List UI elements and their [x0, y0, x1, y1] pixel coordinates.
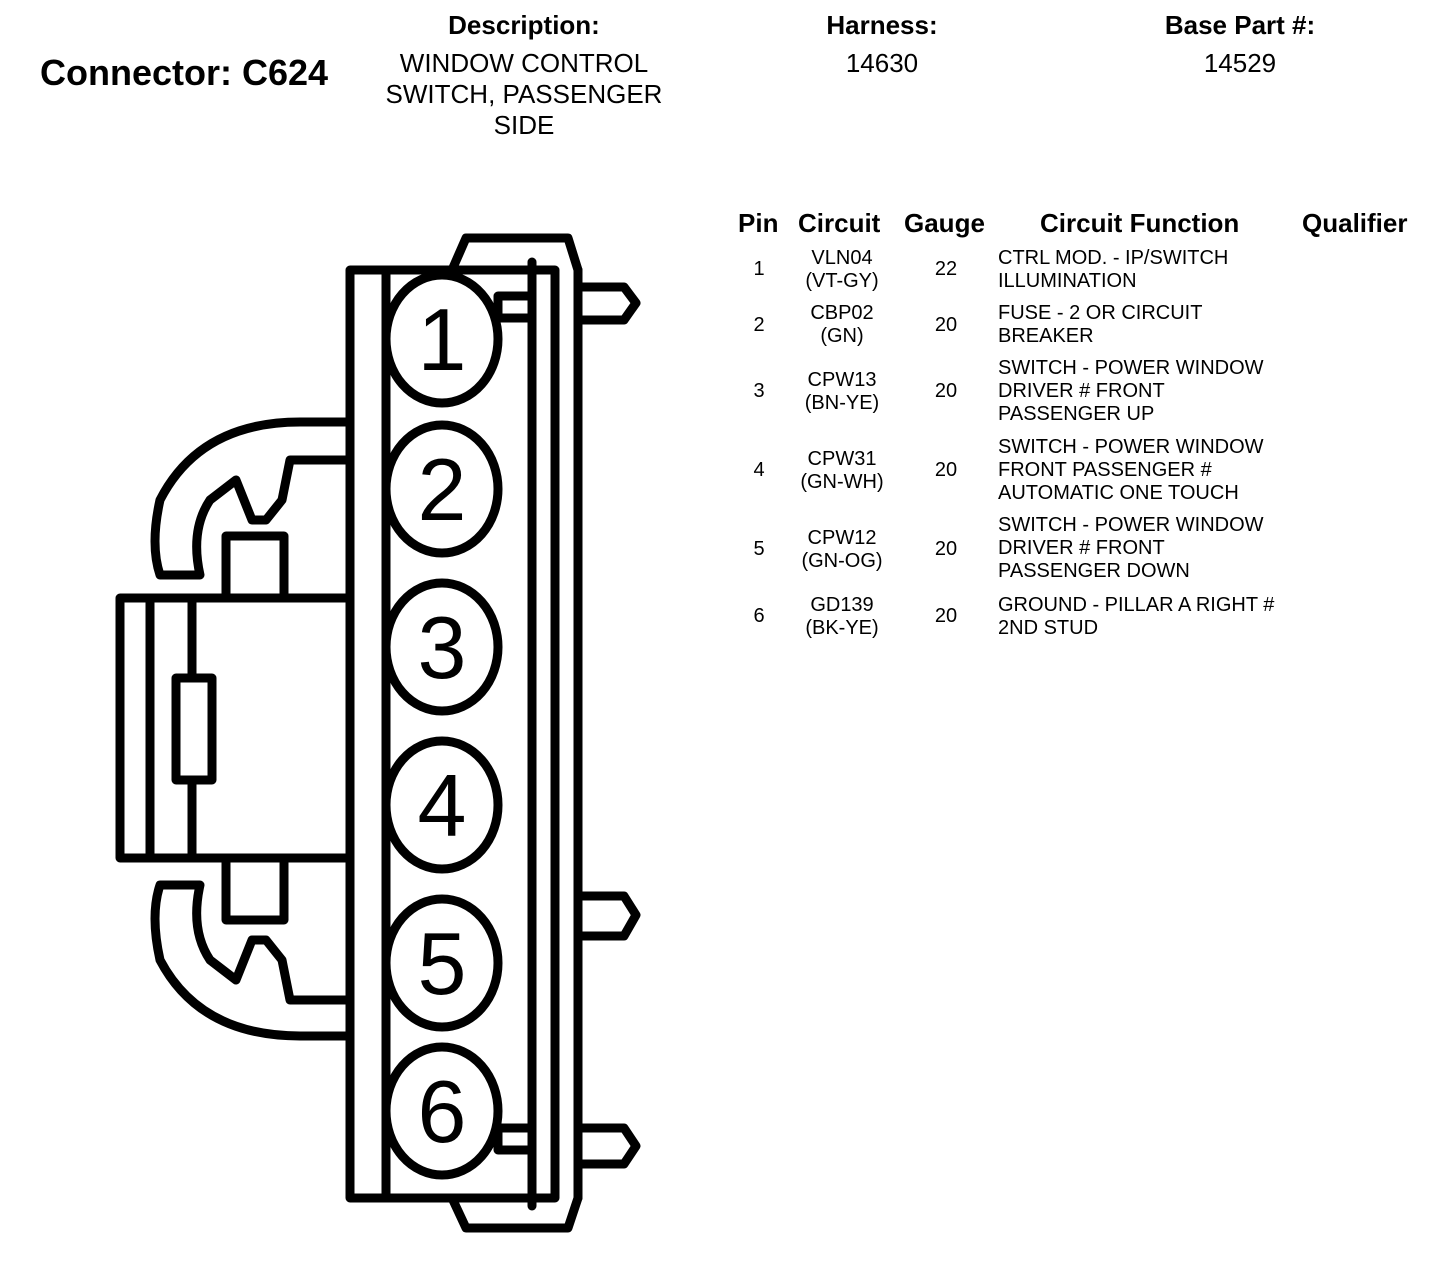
function-line: BREAKER	[998, 325, 1094, 347]
wire-color: (BK-YE)	[805, 617, 879, 639]
function-line: SWITCH - POWER WINDOW	[998, 357, 1264, 379]
function-line: AUTOMATIC ONE TOUCH	[998, 482, 1239, 504]
function-line: DRIVER # FRONT	[998, 380, 1165, 402]
gauge-cell: 20	[934, 538, 958, 560]
pin-column-header: Pin	[738, 208, 779, 238]
pin-cell: 5	[753, 538, 765, 560]
wire-color: (GN-OG)	[801, 550, 883, 572]
bottom-latch	[447, 1193, 583, 1233]
pin-cell: 6	[753, 605, 765, 627]
wire-color: (GN)	[820, 325, 864, 347]
pin-4-cavity	[381, 736, 503, 874]
lower-latch-hook	[150, 880, 355, 1041]
function-line: GROUND - PILLAR A RIGHT #	[998, 594, 1275, 616]
right-tab-bottom	[573, 1123, 641, 1169]
pin-1-cavity	[381, 270, 503, 408]
description-line: SIDE	[493, 110, 555, 140]
circuit-cell: CBP02 (GN)	[782, 302, 902, 348]
function-cell: GROUND - PILLAR A RIGHT # 2ND STUD	[998, 594, 1298, 640]
function-cell: FUSE - 2 OR CIRCUIT BREAKER	[998, 302, 1298, 348]
upper-latch-block	[221, 531, 289, 603]
connector-body	[345, 265, 560, 1203]
right-tab-top	[573, 282, 641, 325]
circuit-cell: GD139 (BK-YE)	[782, 594, 902, 640]
circuit-cell: CPW31 (GN-WH)	[782, 448, 902, 494]
pin-label: 4	[418, 756, 467, 855]
function-line: CTRL MOD. - IP/SWITCH	[998, 247, 1229, 269]
description-header: Description:	[448, 10, 600, 40]
harness-value: 14630	[845, 48, 919, 78]
circuit-id: GD139	[810, 594, 874, 616]
base-part-value: 14529	[1203, 48, 1277, 78]
pin-cell: 2	[753, 314, 765, 336]
pin-label: 3	[418, 598, 467, 697]
upper-latch-hook	[150, 417, 355, 580]
connector-face-diagram: 1 2 3 4 5 6	[115, 233, 641, 1233]
wire-color: (GN-WH)	[800, 471, 884, 493]
pin-cell: 4	[753, 459, 765, 481]
function-line: FRONT PASSENGER #	[998, 459, 1212, 481]
function-line: FUSE - 2 OR CIRCUIT	[998, 302, 1203, 324]
base-part-header: Base Part #:	[1164, 10, 1316, 40]
function-column-header: Circuit Function	[1040, 208, 1240, 238]
gauge-cell: 20	[934, 605, 958, 627]
circuit-id: CPW31	[807, 448, 877, 470]
gauge-cell: 20	[934, 380, 958, 402]
pin6-key	[493, 1123, 537, 1155]
pin-label: 2	[418, 440, 467, 539]
circuit-cell: VLN04 (VT-GY)	[782, 247, 902, 293]
pin-label: 5	[418, 914, 467, 1013]
description-line: WINDOW CONTROL	[399, 48, 649, 78]
top-latch	[447, 233, 583, 275]
function-line: PASSENGER DOWN	[998, 560, 1190, 582]
pin-6-cavity	[381, 1042, 503, 1180]
pin1-key	[493, 291, 537, 323]
pin-5-cavity	[381, 894, 503, 1032]
right-tab-middle	[573, 891, 641, 941]
description-line: SWITCH, PASSENGER	[385, 79, 663, 109]
circuit-id: CPW13	[807, 369, 877, 391]
gauge-cell: 20	[934, 459, 958, 481]
function-line: SWITCH - POWER WINDOW	[998, 436, 1264, 458]
pin-2-cavity	[381, 420, 503, 558]
pin-label: 6	[418, 1062, 467, 1161]
function-line: 2ND STUD	[998, 617, 1099, 639]
function-line: ILLUMINATION	[998, 270, 1137, 292]
wire-color: (BN-YE)	[804, 392, 880, 414]
connector-title: Connector: C624	[40, 52, 329, 93]
circuit-id: VLN04	[811, 247, 873, 269]
qualifier-column-header: Qualifier	[1302, 208, 1408, 238]
lower-latch-block	[221, 853, 289, 925]
pin-cell: 1	[753, 258, 765, 280]
description-value: WINDOW CONTROL SWITCH, PASSENGER SIDE	[364, 48, 684, 141]
function-cell: SWITCH - POWER WINDOW DRIVER # FRONT PAS…	[998, 514, 1298, 583]
gauge-cell: 22	[934, 258, 958, 280]
harness-header: Harness:	[826, 10, 938, 40]
function-line: PASSENGER UP	[998, 403, 1155, 425]
circuit-column-header: Circuit	[798, 208, 881, 238]
lock-slot	[171, 673, 217, 785]
circuit-cell: CPW13 (BN-YE)	[782, 369, 902, 415]
gauge-cell: 20	[934, 314, 958, 336]
function-cell: SWITCH - POWER WINDOW DRIVER # FRONT PAS…	[998, 357, 1298, 426]
function-line: SWITCH - POWER WINDOW	[998, 514, 1264, 536]
pin-3-cavity	[381, 578, 503, 716]
function-line: DRIVER # FRONT	[998, 537, 1165, 559]
wire-color: (VT-GY)	[805, 270, 879, 292]
gauge-column-header: Gauge	[904, 208, 985, 238]
pin-label: 1	[418, 290, 467, 389]
circuit-id: CBP02	[810, 302, 874, 324]
function-cell: SWITCH - POWER WINDOW FRONT PASSENGER # …	[998, 436, 1298, 505]
circuit-id: CPW12	[807, 527, 877, 549]
function-cell: CTRL MOD. - IP/SWITCH ILLUMINATION	[998, 247, 1298, 293]
circuit-cell: CPW12 (GN-OG)	[782, 527, 902, 573]
pin-cell: 3	[753, 380, 765, 402]
